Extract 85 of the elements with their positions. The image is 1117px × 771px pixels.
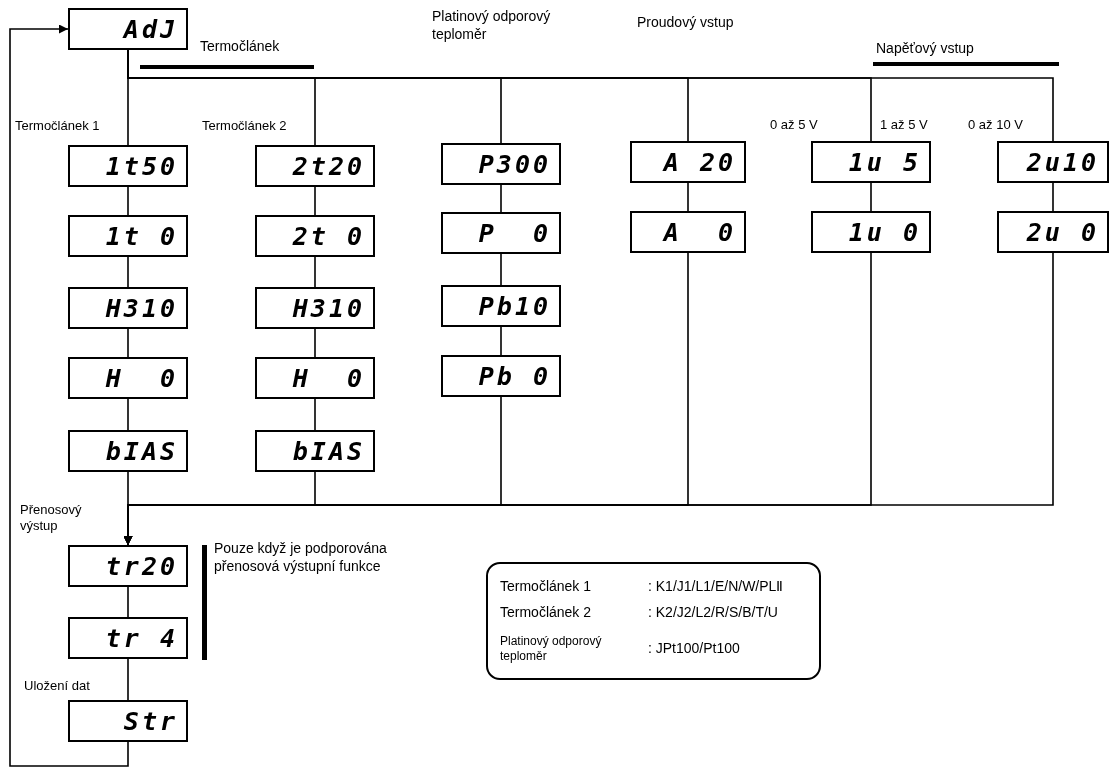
text-label: 0 až 5 V [770,117,819,134]
display-code: P 0 [478,220,551,246]
segment-display [68,700,188,742]
display-code: 1u 5 [848,149,921,175]
segment-display [68,617,188,659]
info-text: Platinový odporový teploměr [500,633,603,664]
segment-display [68,430,188,472]
segment-display [255,357,375,399]
text-label: Napěťový vstup [876,40,975,58]
text-label: Pouze když je podporována přenosová výstupní funkce [214,540,388,575]
display-code: 2t20 [292,153,365,179]
connector-line [127,398,129,431]
connector-line [1052,182,1054,212]
info-text: : K1/J1/L1/E/N/W/PLⅡ [648,578,785,596]
connector-line [314,328,316,358]
heading-label: Přenosový výstup [20,502,83,535]
connector-line [314,256,316,288]
display-code: 1t 0 [105,223,178,249]
connector-line [127,586,129,618]
segment-display [68,545,188,587]
segment-display [68,145,188,187]
display-code: H 0 [105,365,178,391]
connector-line [314,398,316,431]
info-text: Termočlánek 1 [500,578,593,596]
display-code: Pb10 [478,293,551,319]
segment-display [255,430,375,472]
segment-display [255,145,375,187]
connector-line [314,186,316,216]
segment-display [811,211,931,253]
info-text: Termočlánek 2 [500,604,593,622]
connector-line [687,182,689,212]
display-code: A 20 [663,149,736,175]
text-label: Termočlánek [200,38,281,56]
segment-display [441,355,561,397]
heading-label: Termočlánek 1 [15,118,100,135]
text-label: 1 až 5 V [880,117,929,134]
display-code: 1u 0 [848,219,921,245]
connector-line [127,256,129,288]
segment-display [68,8,188,50]
display-code: AdJ [123,16,178,42]
info-panel [486,562,821,680]
segment-display [997,141,1109,183]
segment-display [997,211,1109,253]
display-code: 2u 0 [1026,219,1099,245]
connector-line [500,253,502,286]
heading-label: Termočlánek 2 [202,118,287,135]
segment-display [255,215,375,257]
segment-display [441,212,561,254]
display-code: Str [122,708,178,734]
display-code: tr20 [105,553,178,579]
heading-label: Uložení dat [24,678,90,695]
info-text: : JPt100/Pt100 [648,640,741,658]
segment-display [68,215,188,257]
connector-line [500,184,502,213]
connector-line [127,186,129,216]
display-code: A 0 [663,219,736,245]
display-code: bIAS [105,438,178,464]
display-code: H310 [292,295,365,321]
segment-display [441,143,561,185]
info-text: : K2/J2/L2/R/S/B/T/U [648,604,779,622]
display-code: H310 [105,295,178,321]
text-label: Proudový vstup [637,14,735,32]
display-code: 2u10 [1026,149,1099,175]
segment-display [811,141,931,183]
text-label: Platinový odporový teploměr [432,8,552,43]
segment-display [441,285,561,327]
connector-line [870,182,872,212]
display-code: 2t 0 [292,223,365,249]
segment-display [255,287,375,329]
segment-display [68,357,188,399]
display-code: P300 [478,151,551,177]
text-label: 0 až 10 V [968,117,1024,134]
display-code: bIAS [292,438,365,464]
connector-line [123,252,1054,546]
segment-display [630,141,746,183]
connector-line [127,658,129,701]
display-code: Pb 0 [478,363,551,389]
segment-display [68,287,188,329]
connector-line [9,24,129,767]
segment-display [630,211,746,253]
display-code: H 0 [292,365,365,391]
connector-line [127,328,129,358]
connector-line [500,326,502,356]
display-code: 1t50 [105,153,178,179]
display-code: tr 4 [105,625,178,651]
